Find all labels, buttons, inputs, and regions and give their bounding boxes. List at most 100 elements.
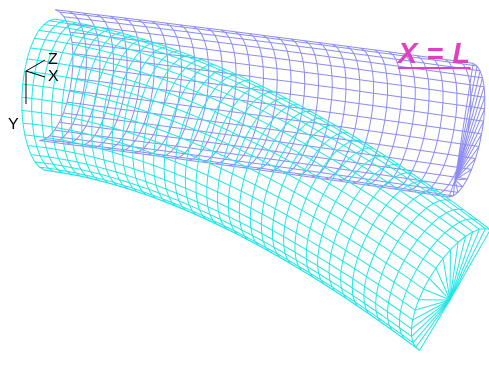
undeformed-cap-spoke [454,179,459,193]
deformed-cap-spoke [415,299,451,348]
deformed-hoop-line [132,50,179,198]
x-axis-line [25,70,46,78]
deformed-cap-spoke [449,230,489,301]
x-axis-label: X [48,68,59,85]
deformed-cap-spoke [412,299,451,321]
undeformed-cap-spoke [454,63,474,181]
deformed-hoop-line [206,85,262,227]
deformed-cap-spoke [411,299,451,330]
deformed-cap-spoke [449,228,486,301]
deformed-hoop-line [351,180,425,310]
undeformed-cap-spoke [454,86,485,181]
deformed-hoop-line [340,172,412,302]
deformed-long-line [30,47,459,243]
undeformed-cap-spoke [448,179,456,198]
deformed-hoop-line [111,42,156,191]
undeformed-cap-spoke [454,179,464,188]
undeformed-hoop-line [338,47,375,182]
deformed-cap-spoke [411,299,451,337]
deformed-hoop-line [328,163,400,295]
deformed-hoop-line [71,29,110,180]
undeformed-hoop-line [52,10,87,143]
end-position-label: X = L [398,38,471,70]
axis-triad [25,59,46,104]
deformed-cap-spoke [449,236,467,301]
deformed-cap-spoke [435,267,451,301]
deformed-long-line [24,134,416,311]
deformed-long-line [39,166,414,344]
deformed-hoop-line [31,20,66,173]
undeformed-cap-spoke [454,65,478,181]
deformed-long-line [44,169,416,348]
deformed-hoop-line [101,38,144,188]
deformed-hoop-line [21,18,55,172]
deformed-hoop-line [294,139,361,274]
undeformed-hoop-line [242,34,278,169]
deformed-hoop-line [271,124,336,261]
z-axis-line [25,59,46,72]
undeformed-hoop-line [421,59,458,194]
deformed-long-line [22,122,420,301]
deformed-hoop-line [238,104,299,243]
deformed-cap-spoke [449,229,480,301]
deformed-hoop-line [363,189,438,318]
undeformed-long-line [72,65,484,122]
undeformed-cap-spoke [454,178,468,181]
undeformed-cap-spoke [454,70,481,181]
deformed-hoop-line [249,110,311,249]
undeformed-cap-spoke [454,146,480,181]
undeformed-hoop-line [297,42,333,176]
deformed-cap-spoke [449,242,459,301]
deformed-hoop-line [174,69,226,213]
deformed-hoop-line [41,22,77,175]
deformed-cap-spoke [423,288,451,301]
deformed-hoop-line [153,59,203,205]
undeformed-hoop-line [269,38,306,172]
undeformed-cap-spoke [454,120,485,181]
deformed-cap-spoke [414,299,451,311]
undeformed-hoop-line [160,24,196,157]
deformed-hoop-line [305,147,374,281]
deformed-hoop-line [375,199,451,326]
undeformed-cap-spoke [454,77,483,181]
deformed-hoop-line [142,54,191,201]
undeformed-hoop-line [79,14,115,147]
deformed-hoop-line [163,64,214,209]
undeformed-hoop-line [324,45,361,180]
deformed-hoop-line [283,132,349,267]
z-axis-label: Z [48,51,58,68]
deformed-cap-spoke [449,231,474,301]
deformed-cap-spoke [419,299,451,351]
deformed-cap-spoke [412,299,451,344]
undeformed-hoop-line [352,49,389,184]
undeformed-hoop-line [228,33,265,167]
undeformed-hoop-line [106,17,142,150]
undeformed-cap-spoke [454,108,486,181]
undeformed-hoop-line [407,57,444,192]
deformed-hoop-line [227,97,287,238]
deformed-hoop-line [121,46,168,194]
undeformed-cap-spoke [454,133,483,181]
deformed-hoop-line [398,218,478,343]
undeformed-cap-spoke [454,97,486,181]
deformed-hoop-line [50,24,88,176]
deformed-long-line [49,170,420,351]
undeformed-hoop-line [310,43,347,178]
deformed-hoop-line [184,74,238,218]
deformed-mesh [21,18,489,351]
deformed-cap-spoke [442,258,451,301]
deformed-hoop-line [317,155,387,288]
undeformed-hoop-line [188,27,224,161]
deformed-long-line [34,161,412,337]
deformed-hoop-line [386,208,465,334]
undeformed-cap-spoke [452,179,456,196]
deformed-hoop-line [195,79,250,222]
undeformed-hoop-line [393,55,430,190]
undeformed-cap-spoke [454,168,472,181]
deformed-cap-spoke [428,278,451,301]
deformed-hoop-line [216,91,275,232]
undeformed-hoop-line [133,20,169,154]
undeformed-hoop-line [201,29,237,163]
